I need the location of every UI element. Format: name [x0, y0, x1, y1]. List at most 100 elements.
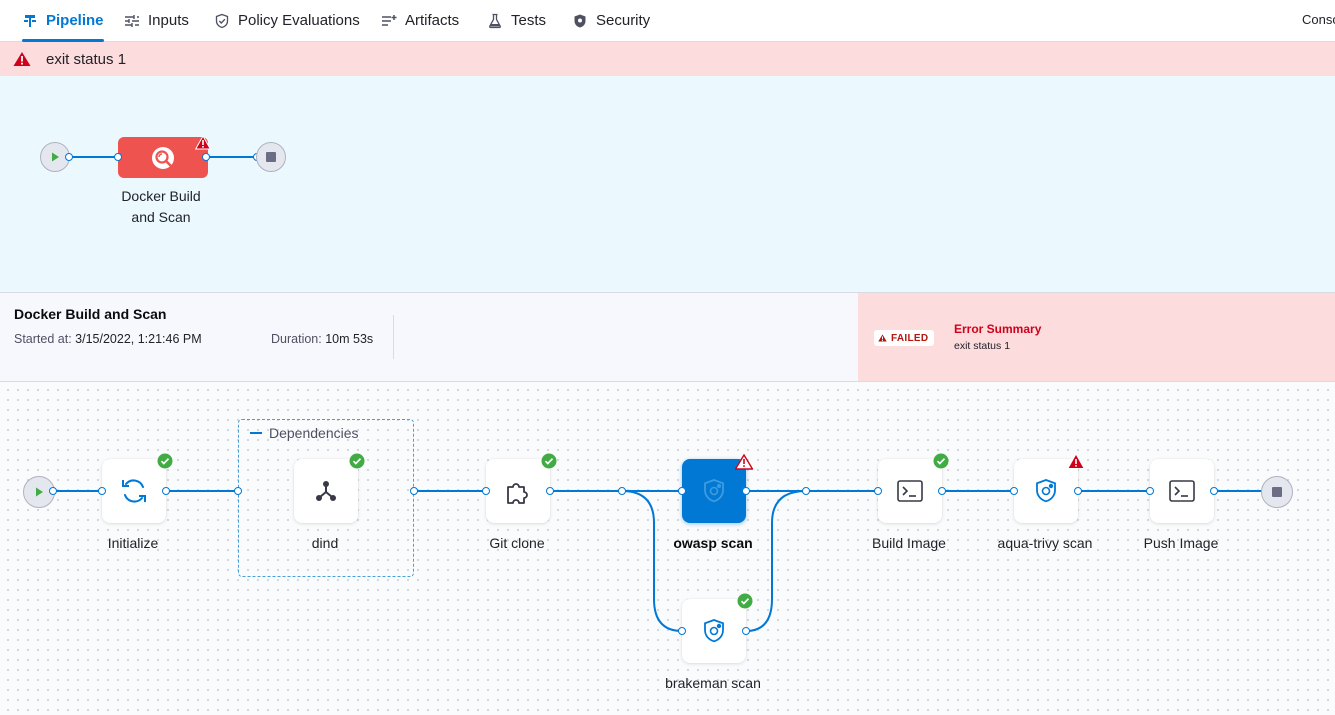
- step-port: [234, 487, 242, 495]
- success-check-icon: [349, 453, 365, 469]
- step-port: [162, 487, 170, 495]
- step-label: brakeman scan: [665, 675, 761, 691]
- tab-artifacts[interactable]: Artifacts: [381, 0, 459, 41]
- step-push-image[interactable]: [1150, 459, 1214, 523]
- shield-icon: [574, 14, 586, 27]
- console-view-toggle[interactable]: Conso: [1302, 12, 1335, 27]
- started-at-value: 3/15/2022, 1:21:46 PM: [75, 332, 202, 346]
- step-brakeman-scan[interactable]: [682, 599, 746, 663]
- step-port: [98, 487, 106, 495]
- plugin-icon: [507, 483, 528, 504]
- failed-status-badge: FAILED: [874, 330, 935, 346]
- step-aqua-trivy-scan[interactable]: [1014, 459, 1078, 523]
- stage-connectors: [69, 156, 258, 158]
- error-banner: exit status 1: [0, 42, 1335, 76]
- dependencies-label: Dependencies: [269, 425, 359, 441]
- stage-label: Docker Build and Scan: [111, 186, 211, 228]
- success-check-icon: [157, 453, 173, 469]
- stage-details-title: Docker Build and Scan: [14, 306, 167, 322]
- failed-status-icon: [1068, 455, 1084, 468]
- tab-policy-evaluations[interactable]: Policy Evaluations: [214, 0, 360, 41]
- dependencies-header[interactable]: Dependencies: [250, 425, 359, 441]
- step-port: [874, 487, 882, 495]
- duration-label: Duration:: [271, 332, 322, 346]
- stop-icon: [1272, 487, 1282, 497]
- step-graph: Initialize Dependencies dind Git clone o…: [0, 382, 1335, 715]
- tab-inputs[interactable]: Inputs: [124, 0, 189, 41]
- scan-icon: [152, 147, 174, 169]
- success-check-icon: [933, 453, 949, 469]
- artifacts-icon: [382, 14, 397, 26]
- step-port: [1210, 487, 1218, 495]
- flask-icon: [489, 13, 501, 28]
- tab-label: Policy Evaluations: [238, 12, 360, 29]
- terminal-icon: [897, 480, 923, 502]
- error-summary-panel: FAILED Error Summary exit status 1: [858, 293, 1335, 381]
- step-port: [410, 487, 418, 495]
- stage-label-line: and Scan: [131, 209, 191, 225]
- dependency-icon: [316, 481, 336, 501]
- error-summary-heading: Error Summary: [954, 322, 1042, 336]
- stage-label-line: Docker Build: [121, 188, 201, 204]
- tab-label: Inputs: [148, 12, 189, 29]
- step-label: owasp scan: [673, 535, 753, 551]
- step-port: [742, 627, 750, 635]
- execution-tab-bar: Pipeline Inputs Policy Evaluations Artif…: [0, 0, 1335, 42]
- step-label: Build Image: [872, 535, 946, 551]
- tab-label: Security: [596, 12, 651, 29]
- pipeline-icon: [24, 14, 36, 27]
- stage-port: [65, 153, 73, 161]
- tab-label: Artifacts: [405, 12, 460, 29]
- duration: Duration: 10m 53s: [271, 332, 373, 346]
- play-icon: [52, 152, 59, 162]
- step-initialize[interactable]: [102, 459, 166, 523]
- tab-security[interactable]: Security: [572, 0, 650, 41]
- step-port: [1146, 487, 1154, 495]
- step-port: [802, 487, 810, 495]
- duration-value: 10m 53s: [325, 332, 374, 346]
- step-build-image[interactable]: [878, 459, 942, 523]
- security-scan-icon: [704, 479, 724, 503]
- inputs-icon: [125, 14, 139, 27]
- started-at-label: Started at:: [14, 332, 72, 346]
- step-port: [742, 487, 750, 495]
- step-dind[interactable]: [294, 459, 358, 523]
- stage-node-docker-build-and-scan[interactable]: [118, 137, 208, 178]
- play-icon: [36, 487, 43, 497]
- step-port: [678, 627, 686, 635]
- tab-pipeline[interactable]: Pipeline: [22, 0, 104, 42]
- terminal-icon: [1169, 480, 1195, 502]
- divider: [393, 315, 394, 359]
- tab-label: Tests: [511, 12, 547, 29]
- stage-end-node: [256, 142, 286, 172]
- stage-details-header: Docker Build and Scan Started at: 3/15/2…: [0, 293, 1335, 382]
- step-port: [1010, 487, 1018, 495]
- step-end-node: [1261, 476, 1293, 508]
- policy-icon: [215, 13, 229, 28]
- warning-icon: [878, 334, 887, 342]
- security-scan-icon: [704, 619, 724, 643]
- collapse-icon: [250, 432, 262, 434]
- started-at: Started at: 3/15/2022, 1:21:46 PM: [14, 332, 202, 346]
- security-scan-icon: [1036, 479, 1056, 503]
- step-label: Git clone: [489, 535, 545, 551]
- step-port: [618, 487, 626, 495]
- stage-port: [114, 153, 122, 161]
- step-port: [1074, 487, 1082, 495]
- refresh-icon: [122, 479, 146, 503]
- error-summary-detail: exit status 1: [954, 340, 1011, 352]
- step-port: [49, 487, 57, 495]
- step-port: [546, 487, 554, 495]
- error-message: exit status 1: [46, 51, 127, 68]
- step-git-clone[interactable]: [486, 459, 550, 523]
- tab-label: Pipeline: [46, 12, 104, 29]
- step-port: [678, 487, 686, 495]
- step-label: Push Image: [1143, 535, 1219, 551]
- step-label: dind: [311, 535, 339, 551]
- step-label: aqua-trivy scan: [997, 535, 1093, 551]
- step-label: Initialize: [107, 535, 159, 551]
- failed-status-icon: [735, 454, 753, 470]
- stage-port: [202, 153, 210, 161]
- success-check-icon: [541, 453, 557, 469]
- tab-tests[interactable]: Tests: [487, 0, 546, 41]
